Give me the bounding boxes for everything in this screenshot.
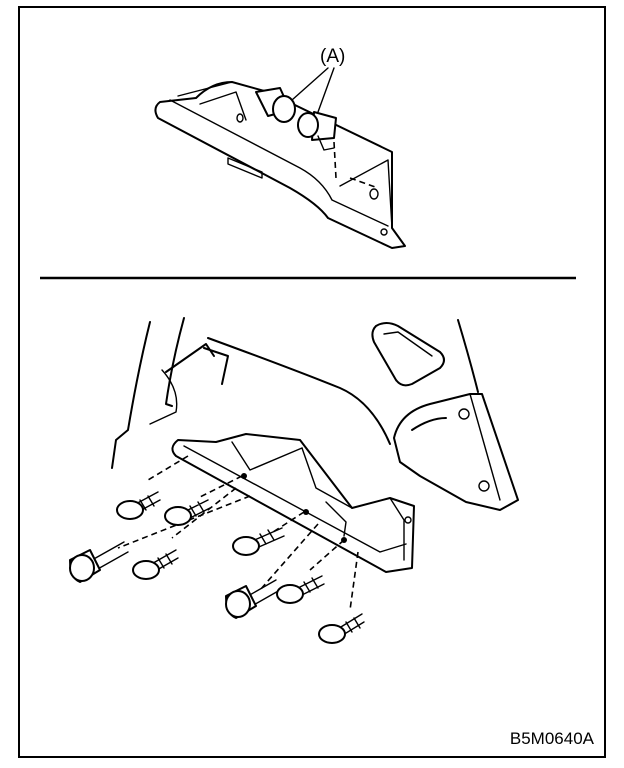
screw-6: [318, 613, 365, 644]
screw-2: [164, 499, 211, 526]
screw-group: [69, 491, 365, 644]
bolt-1: [69, 541, 129, 583]
screw-4: [232, 527, 285, 556]
diagram-border: [18, 6, 606, 758]
figure-code: B5M0640A: [510, 729, 595, 748]
screw-5: [276, 575, 325, 604]
dashboard-illustration: [111, 317, 519, 611]
callout-a-label: (A): [320, 46, 345, 67]
glove-box-illustration: [154, 67, 406, 249]
screw-1: [116, 491, 161, 520]
screw-3: [132, 549, 179, 580]
bolt-2: [225, 579, 281, 619]
